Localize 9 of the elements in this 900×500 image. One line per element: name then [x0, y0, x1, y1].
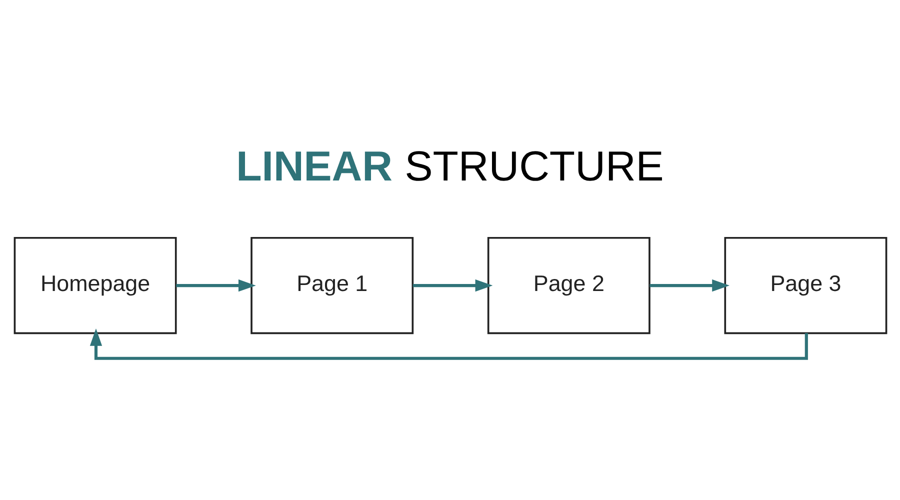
arrow	[412, 278, 492, 292]
node-box: Page 2	[486, 236, 650, 334]
arrow	[176, 278, 256, 292]
node-box: Page 3	[724, 236, 887, 334]
arrow	[649, 278, 730, 292]
arrow	[89, 328, 808, 360]
diagram-title: LINEAR STRUCTURE	[236, 142, 664, 189]
node-box: Page 1	[250, 236, 414, 334]
node-box: Homepage	[13, 236, 176, 334]
